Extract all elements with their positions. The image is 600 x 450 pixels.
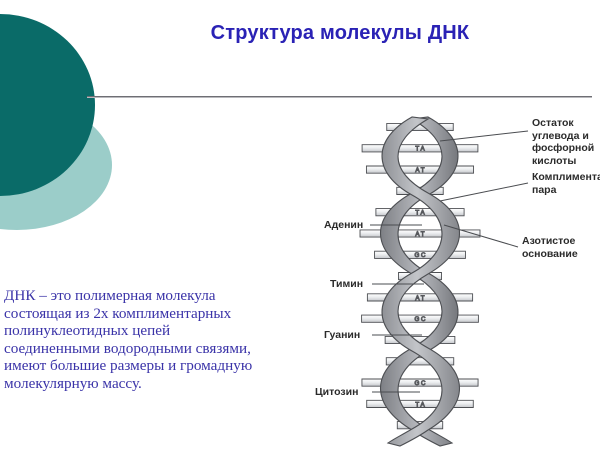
base-pair-letters: G C — [414, 316, 426, 323]
base-pair-letters: T A — [415, 210, 425, 217]
label-sugar-phosphate-residue: Остаток углевода и фосфорной кислоты — [532, 117, 595, 167]
base-pair-letters: A T — [415, 295, 424, 302]
page-title: Структура молекулы ДНК — [210, 22, 470, 44]
label-timin: Тимин — [330, 278, 364, 290]
label-citozin: Цитозин — [315, 386, 359, 398]
base-pair-letters: T A — [415, 146, 425, 153]
base-pair-letters: G C — [414, 380, 426, 387]
base-pair-letters: A T — [415, 231, 424, 238]
label-complementary-pair: Комплиментарная пара — [532, 171, 600, 196]
label-guanin: Гуанин — [324, 329, 361, 341]
leader-lines-right — [439, 130, 529, 248]
dna-strand-back — [379, 116, 459, 447]
base-pair-letters: T A — [415, 401, 425, 408]
body-paragraph: ДНК – это полимерная молекула состоящая … — [4, 287, 253, 392]
label-nitrogenous-base: Азотистое основание — [522, 235, 578, 260]
dna-double-helix-illustration: T A A T T A A T G C A T G C G C T A — [359, 116, 529, 447]
base-pair-letters: G C — [414, 252, 426, 259]
base-pair-letters: A T — [415, 167, 424, 174]
label-adenin: Аденин — [324, 219, 364, 231]
title-divider — [87, 96, 592, 98]
leader-lines-left — [370, 224, 424, 393]
dna-strand-front — [381, 116, 461, 447]
